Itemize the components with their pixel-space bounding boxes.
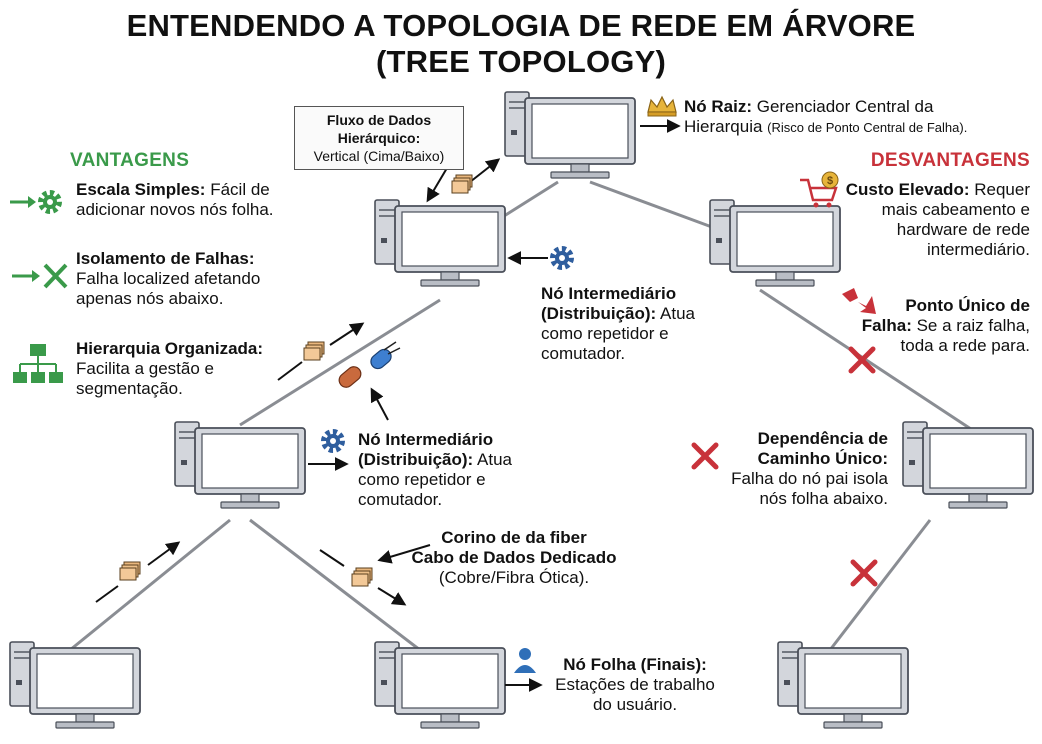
advantage-item-3: Hierarquia Organizada: Facilita a gestão… bbox=[76, 339, 336, 399]
broken-arrow-icon bbox=[842, 288, 876, 314]
arrow-x-icon bbox=[12, 263, 68, 289]
disadvantage-item-2: Ponto Único de Falha: Se a raiz falha, t… bbox=[830, 296, 1030, 356]
cable-title-1: Corino de da fiber bbox=[441, 528, 587, 547]
disadvantage-title-3: Dependência de bbox=[757, 429, 888, 448]
page-title: ENTENDENDO A TOPOLOGIA DE REDE EM ÁRVORE bbox=[126, 8, 916, 43]
disadvantage-text: Falha do nó pai isola bbox=[731, 469, 888, 488]
intermediate-upper-title-2: (Distribuição): bbox=[541, 304, 657, 323]
data-flow-box: Fluxo de Dados Hierárquico: Vertical (Ci… bbox=[294, 106, 464, 170]
intermediate-lower-title: Nó Intermediário bbox=[358, 430, 494, 449]
cable-label: Corino de da fiber Cabo de Dados Dedicad… bbox=[394, 528, 634, 588]
intermediate-upper-text: comutador. bbox=[541, 344, 626, 363]
root-desc-2: Hierarquia bbox=[684, 117, 763, 136]
red-x-icon bbox=[853, 562, 875, 584]
link-lowerleft-leaf1 bbox=[69, 518, 231, 652]
advantage-title-3: Hierarquia Organizada: bbox=[76, 339, 264, 358]
leaf-node-2[interactable] bbox=[374, 641, 506, 729]
intermediate-lower-label: Nó Intermediário (Distribuição): Atua co… bbox=[358, 430, 548, 510]
disadvantage-text: mais cabeamento e bbox=[881, 200, 1030, 219]
advantage-text: Fácil de bbox=[210, 180, 270, 199]
disadvantage-text: Requer bbox=[974, 180, 1030, 199]
intermediate-lower-title-2: (Distribuição): bbox=[358, 450, 474, 469]
leaf-label: Nó Folha (Finais): Estações de trabalho … bbox=[540, 655, 730, 715]
intermediate-upper-text: Atua bbox=[660, 304, 696, 323]
advantage-text: Facilita a gestão e bbox=[76, 359, 214, 378]
gear-icon bbox=[553, 249, 571, 267]
disadvantage-title-3b: Caminho Único: bbox=[757, 449, 888, 468]
intermediate-lower-text: como repetidor e bbox=[358, 470, 486, 489]
intermediate-node-lower-left[interactable] bbox=[174, 421, 306, 509]
root-note: (Risco de Ponto Central de Falha). bbox=[767, 120, 968, 135]
user-icon bbox=[514, 648, 536, 673]
intermediate-lower-text: Atua bbox=[477, 450, 513, 469]
shopping-cart-dollar-icon: $ bbox=[800, 171, 839, 208]
disadvantage-item-1: Custo Elevado: Requer mais cabeamento e … bbox=[830, 180, 1030, 260]
flow-box-title-2: Hierárquico: bbox=[337, 130, 421, 146]
leaf-node-1[interactable] bbox=[9, 641, 141, 729]
data-packet-icon bbox=[351, 567, 373, 587]
advantage-title-1: Escala Simples: bbox=[76, 180, 206, 199]
disadvantage-title-1: Custo Elevado: bbox=[845, 180, 970, 199]
network-links bbox=[69, 180, 981, 652]
data-packet-icon bbox=[451, 174, 473, 194]
advantage-text: Falha localized afetando bbox=[76, 269, 261, 288]
cable-title-2: Cabo de Dados Dedicado bbox=[411, 548, 617, 567]
advantages-heading: VANTAGENS bbox=[70, 150, 190, 171]
intermediate-node-lower-right[interactable] bbox=[902, 421, 1034, 509]
leaf-title: Nó Folha (Finais): bbox=[563, 655, 707, 674]
disadvantage-text: intermediário. bbox=[927, 240, 1030, 259]
gear-icon bbox=[324, 432, 342, 450]
page-subtitle: (TREE TOPOLOGY) bbox=[375, 44, 667, 79]
root-desc-1: Gerenciador Central da bbox=[756, 97, 934, 116]
svg-text:$: $ bbox=[827, 175, 833, 187]
link-left-lowerleft bbox=[239, 298, 441, 427]
link-root-right bbox=[589, 180, 721, 232]
flow-box-desc: Vertical (Cima/Baixo) bbox=[313, 148, 445, 164]
leaf-text: do usuário. bbox=[592, 695, 678, 714]
cable-icon bbox=[338, 341, 401, 388]
advantage-item-1: Escala Simples: Fácil de adicionar novos… bbox=[76, 180, 336, 220]
leaf-node-3[interactable] bbox=[777, 641, 909, 729]
advantage-title-2: Isolamento de Falhas: bbox=[76, 249, 255, 268]
advantage-text: adicionar novos nós folha. bbox=[76, 200, 274, 219]
intermediate-upper-title: Nó Intermediário bbox=[541, 284, 677, 303]
link-lowerright-leaf3 bbox=[828, 519, 932, 651]
disadvantage-item-3: Dependência de Caminho Único: Falha do n… bbox=[690, 429, 888, 509]
link-right-lowerright bbox=[759, 288, 981, 437]
disadvantage-text: Se a raiz falha, bbox=[916, 316, 1030, 335]
disadvantage-text: toda a rede para. bbox=[900, 336, 1030, 355]
root-title: Nó Raiz: bbox=[684, 97, 752, 116]
link-lowerleft-leaf2 bbox=[249, 518, 421, 652]
intermediate-upper-label: Nó Intermediário (Distribuição): Atua co… bbox=[541, 284, 731, 364]
disadvantage-title-2b: Falha: bbox=[861, 316, 912, 335]
root-node[interactable] bbox=[504, 91, 636, 179]
arrow-gear-icon bbox=[10, 193, 59, 211]
advantage-item-2: Isolamento de Falhas: Falha localized af… bbox=[76, 249, 336, 309]
intermediate-upper-text: como repetidor e bbox=[541, 324, 669, 343]
flow-arrows bbox=[95, 119, 681, 692]
crown-icon bbox=[647, 95, 677, 117]
root-label: Nó Raiz: Gerenciador Central da Hierarqu… bbox=[684, 97, 1034, 138]
advantage-text: apenas nós abaixo. bbox=[76, 289, 224, 308]
flow-box-title-1: Fluxo de Dados bbox=[326, 112, 432, 128]
intermediate-lower-text: comutador. bbox=[358, 490, 443, 509]
disadvantage-title-2: Ponto Único de bbox=[905, 296, 1030, 315]
cable-desc: (Cobre/Fibra Ótica). bbox=[438, 568, 590, 587]
intermediate-node-upper-right[interactable] bbox=[709, 199, 841, 287]
disadvantages-heading: DESVANTAGENS bbox=[870, 150, 1030, 171]
intermediate-node-upper-left[interactable] bbox=[374, 199, 506, 287]
advantage-text: segmentação. bbox=[76, 379, 183, 398]
disadvantage-text: nós folha abaixo. bbox=[759, 489, 888, 508]
disadvantage-text: hardware de rede bbox=[896, 220, 1030, 239]
data-packet-icon bbox=[119, 561, 141, 581]
leaf-text: Estações de trabalho bbox=[555, 675, 715, 694]
hierarchy-icon bbox=[13, 344, 63, 383]
